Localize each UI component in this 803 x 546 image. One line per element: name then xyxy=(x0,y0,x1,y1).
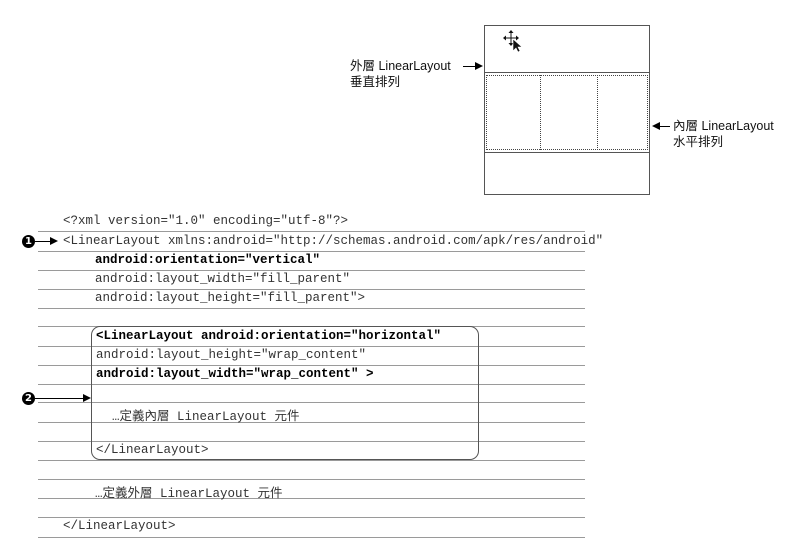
outer-layout-label-line2: 垂直排列 xyxy=(350,75,401,89)
marker-2-arrow xyxy=(35,398,84,399)
marker-2: 2 xyxy=(22,392,35,405)
outer-layout-label-line1: 外層 LinearLayout xyxy=(350,59,451,73)
marker-1-arrow xyxy=(35,241,51,242)
code-line-9: …定義內層 LinearLayout 元件 xyxy=(112,410,300,424)
outer-layout-label: 外層 LinearLayout 垂直排列 xyxy=(350,58,451,90)
inner-divider-1 xyxy=(540,75,541,150)
code-line-4: android:layout_width="fill_parent" xyxy=(95,272,351,286)
outer-top-divider xyxy=(484,72,650,73)
phone-screen-mock xyxy=(484,25,650,195)
code-rule xyxy=(38,365,585,366)
code-rule xyxy=(38,517,585,518)
inner-linearlayout-box xyxy=(486,75,648,150)
code-line-12: </LinearLayout> xyxy=(63,519,176,533)
inner-label-arrow xyxy=(658,126,670,127)
inner-label-arrowhead xyxy=(652,122,660,130)
code-rule xyxy=(38,308,585,309)
code-rule xyxy=(38,537,585,538)
code-rule xyxy=(38,498,585,499)
code-rule xyxy=(38,231,585,232)
code-line-11: …定義外層 LinearLayout 元件 xyxy=(95,487,283,501)
code-rule xyxy=(38,251,585,252)
inner-layout-label-line2: 水平排列 xyxy=(673,135,724,149)
code-line-7: android:layout_height="wrap_content" xyxy=(96,348,367,362)
code-rule xyxy=(38,384,585,385)
code-rule xyxy=(38,402,585,403)
code-rule xyxy=(38,441,585,442)
marker-2-arrowhead xyxy=(83,394,91,402)
code-rule xyxy=(38,479,585,480)
code-rule xyxy=(38,270,585,271)
outer-bottom-divider xyxy=(484,152,650,153)
code-line-8: android:layout_width="wrap_content" > xyxy=(96,367,374,381)
code-line-1: <?xml version="1.0" encoding="utf-8"?> xyxy=(63,214,349,228)
inner-divider-2 xyxy=(597,75,598,150)
outer-label-arrowhead xyxy=(475,62,483,70)
code-line-6: <LinearLayout android:orientation="horiz… xyxy=(96,329,442,343)
code-line-10: </LinearLayout> xyxy=(96,443,209,457)
inner-block-frame xyxy=(91,326,479,460)
code-line-3: android:orientation="vertical" xyxy=(95,253,321,267)
inner-layout-label-line1: 內層 LinearLayout xyxy=(673,119,774,133)
code-rule xyxy=(38,289,585,290)
code-line-2: <LinearLayout xmlns:android="http://sche… xyxy=(63,234,604,248)
move-cursor-icon xyxy=(503,30,523,52)
marker-1-arrowhead xyxy=(50,237,58,245)
code-rule xyxy=(38,422,585,423)
marker-1: 1 xyxy=(22,235,35,248)
outer-label-arrow xyxy=(463,66,477,67)
code-rule xyxy=(38,460,585,461)
code-line-5: android:layout_height="fill_parent"> xyxy=(95,291,366,305)
code-rule xyxy=(38,346,585,347)
inner-layout-label: 內層 LinearLayout 水平排列 xyxy=(673,118,774,150)
